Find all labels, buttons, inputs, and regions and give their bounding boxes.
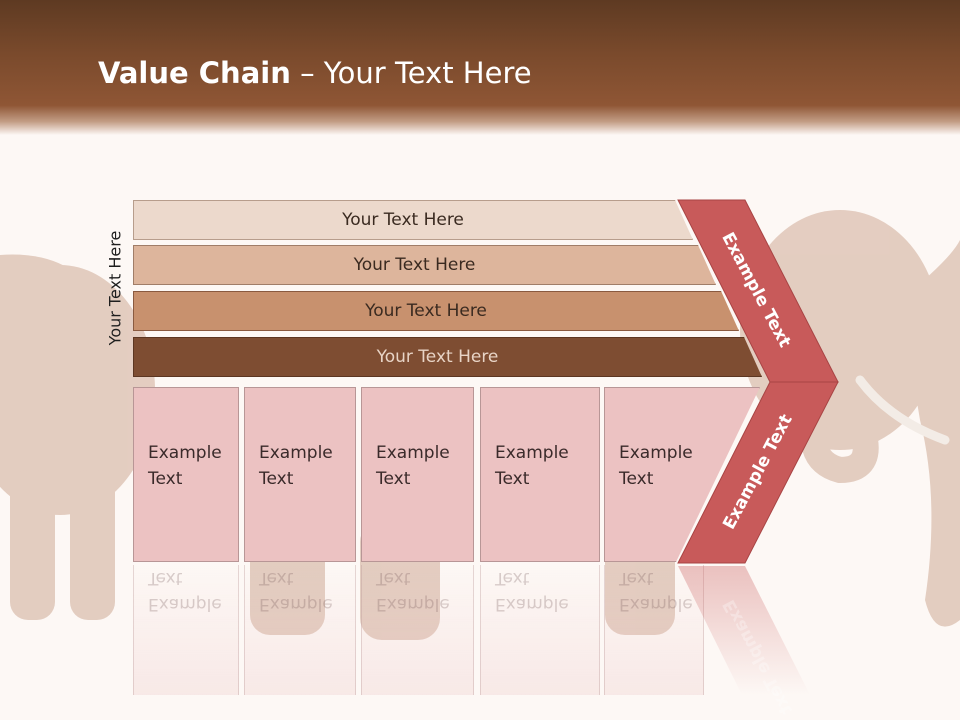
activity-box-4-line1: Example <box>495 443 569 463</box>
value-bar-4: Your Text Here <box>133 337 762 377</box>
activity-box-1-line2: Text <box>148 469 183 489</box>
activity-box-3-line1: Example <box>376 443 450 463</box>
activity-box-4-line2: Text <box>495 469 530 489</box>
value-bar-2-label: Your Text Here <box>353 255 476 275</box>
activity-box-1-line1: Example <box>148 443 222 463</box>
activity-box-5-line2: Text <box>619 469 654 489</box>
title-rest: – Your Text Here <box>290 56 532 90</box>
activity-box-3-line2: Text <box>376 469 411 489</box>
chevron-reflection <box>678 566 810 695</box>
activity-box-2-line1: Example <box>259 443 333 463</box>
value-bar-1: Your Text Here <box>133 200 693 240</box>
title-bold: Value Chain <box>98 56 291 90</box>
activity-box-5-line1: Example <box>619 443 693 463</box>
value-bar-3-label: Your Text Here <box>365 301 487 321</box>
value-bar-2: Your Text Here <box>133 245 716 285</box>
value-bar-3: Your Text Here <box>133 291 739 331</box>
page-title: Value Chain – Your Text Here <box>98 56 532 90</box>
activity-box-2-line2: Text <box>259 469 294 489</box>
value-bar-4-label: Your Text Here <box>376 347 499 367</box>
chevron-lower <box>677 381 839 564</box>
title-bar <box>0 0 960 135</box>
value-bar-1-label: Your Text Here <box>342 210 464 230</box>
